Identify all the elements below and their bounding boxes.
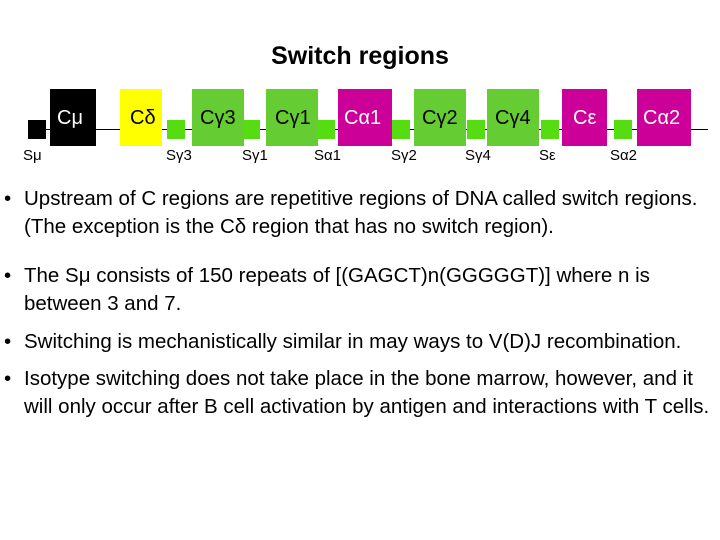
- bullet-text: Isotype switching does not take place in…: [24, 367, 710, 418]
- c-label-alpha1: Cα1: [344, 107, 382, 129]
- switch-square-gamma3: [167, 120, 185, 139]
- c-region-gamma4: [487, 89, 539, 146]
- c-region-mu: [50, 89, 96, 146]
- bullet-text: Upstream of C regions are repetitive reg…: [24, 187, 698, 238]
- c-region-delta: [120, 89, 162, 146]
- bullet-dot: •: [4, 264, 12, 287]
- switch-square-gamma4: [467, 120, 485, 139]
- slide-title: Switch regions: [271, 42, 449, 70]
- bullet-text: The Sμ consists of 150 repeats of [(GAGC…: [24, 264, 650, 315]
- c-label-gamma2: Cγ2: [422, 107, 458, 129]
- c-label-gamma3: Cγ3: [200, 107, 236, 129]
- bullet-dot: •: [4, 187, 12, 210]
- bullet-list: • Upstream of C regions are repetitive r…: [4, 185, 716, 421]
- c-label-mu: Cμ: [57, 107, 83, 129]
- switch-square-gamma1: [242, 120, 260, 139]
- switch-square-alpha1: [317, 120, 335, 139]
- s-label-alpha2: Sα2: [610, 147, 638, 164]
- c-label-gamma1: Cγ1: [275, 107, 311, 129]
- bullet-item: • The Sμ consists of 150 repeats of [(GA…: [4, 262, 716, 318]
- s-label-mu: Sμ: [23, 147, 42, 164]
- c-region-alpha2: [637, 89, 691, 146]
- c-label-gamma4: Cγ4: [495, 107, 531, 129]
- c-label-epsilon: Cε: [573, 107, 597, 129]
- s-label-gamma4: Sγ4: [465, 147, 491, 164]
- switch-square-mu: [28, 120, 46, 139]
- s-label-gamma1: Sγ1: [242, 147, 268, 164]
- c-label-alpha2: Cα2: [643, 107, 681, 129]
- s-label-alpha1: Sα1: [314, 147, 342, 164]
- bullet-dot: •: [4, 367, 12, 390]
- switch-square-alpha2: [614, 120, 632, 139]
- c-region-gamma1: [266, 89, 318, 146]
- switch-square-epsilon: [541, 120, 559, 139]
- c-region-gamma3: [192, 89, 244, 146]
- c-region-gamma2: [414, 89, 466, 146]
- bullet-dot: •: [4, 330, 12, 353]
- s-label-gamma2: Sγ2: [391, 147, 417, 164]
- bullet-text: Switching is mechanistically similar in …: [24, 330, 682, 353]
- bullet-item: • Switching is mechanistically similar i…: [4, 328, 716, 356]
- switch-square-gamma2: [392, 120, 410, 139]
- c-region-epsilon: [562, 89, 607, 146]
- s-label-gamma3: Sγ3: [166, 147, 192, 164]
- s-label-epsilon: Sε: [539, 147, 556, 164]
- c-label-delta: Cδ: [130, 107, 156, 129]
- bullet-item: • Isotype switching does not take place …: [4, 365, 716, 421]
- c-region-alpha1: [338, 89, 392, 146]
- bullet-item: • Upstream of C regions are repetitive r…: [4, 185, 716, 241]
